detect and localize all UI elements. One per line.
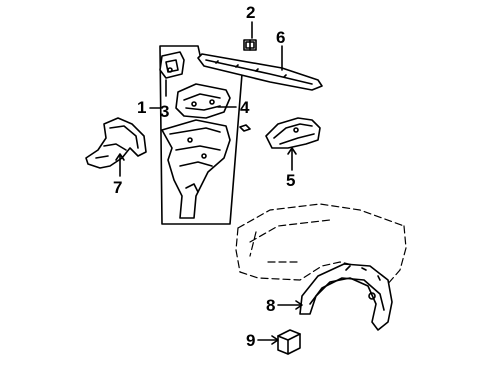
part-9-block	[277, 329, 301, 355]
arrow-8	[295, 300, 303, 310]
inner-structure	[161, 119, 231, 219]
part-3-bracket	[159, 51, 185, 79]
callout-3: 3	[160, 102, 170, 121]
callout-9: 9	[246, 331, 256, 350]
part-6-rail	[197, 53, 323, 91]
callout-8: 8	[266, 296, 276, 315]
arrow-7	[115, 153, 125, 161]
part-8-liner	[299, 263, 393, 331]
callout-1: 1	[137, 98, 147, 117]
callout-6: 6	[276, 28, 286, 47]
fastener	[239, 124, 251, 132]
callout-4: 4	[240, 98, 250, 117]
part-2-clip	[243, 39, 257, 51]
arrow-5	[287, 147, 297, 155]
callout-7: 7	[113, 178, 123, 197]
part-5-wheelhouse	[265, 117, 321, 149]
callout-2: 2	[246, 3, 256, 22]
arrow-9	[271, 335, 279, 345]
callout-5: 5	[286, 171, 296, 190]
part-4-panel	[175, 83, 231, 119]
